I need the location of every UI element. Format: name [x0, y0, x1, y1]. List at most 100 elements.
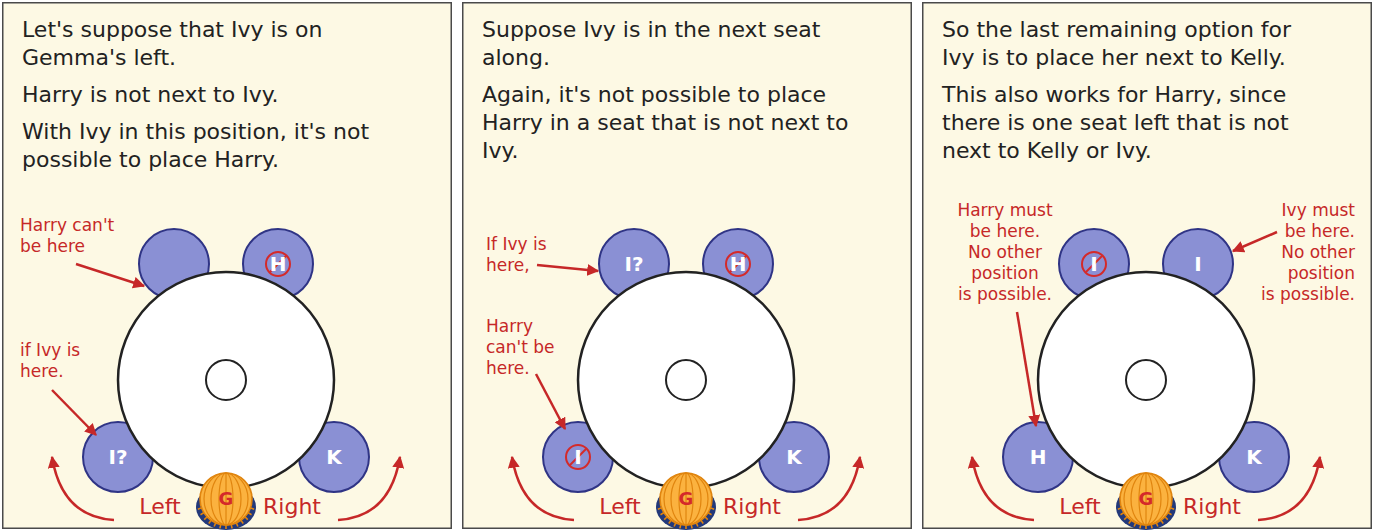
hair-line	[1139, 473, 1153, 525]
hair-line	[219, 473, 233, 525]
direction-label: Left	[120, 493, 200, 521]
annotation-note: Ivy must be here. No other position is p…	[1235, 200, 1355, 305]
not-allowed-symbol	[266, 252, 290, 276]
seat-circle	[243, 229, 313, 299]
panel-text-line: there is one seat left that is not	[942, 109, 1372, 137]
gemma-figure: G	[641, 467, 731, 531]
annotation-line: here.	[486, 358, 576, 379]
seat-initial: I?	[624, 253, 643, 275]
annotation-line: is possible.	[1235, 284, 1355, 305]
not-allowed-symbol	[566, 445, 590, 469]
annotation-line: can't be	[486, 337, 576, 358]
panel-text-line: Ivy is to place her next to Kelly.	[942, 44, 1372, 72]
annotation-line: Left	[1040, 493, 1120, 521]
panel-text-line: Gemma's left.	[22, 44, 452, 72]
annotation-line: No other	[1235, 242, 1355, 263]
panel-text-line: This also works for Harry, since	[942, 81, 1372, 109]
seat-circle	[83, 422, 153, 492]
seat-initial: K	[786, 446, 802, 468]
gemma-figure: G	[181, 467, 271, 531]
gemma-head	[1120, 473, 1172, 525]
annotation-line: position	[945, 263, 1065, 284]
hair-line	[671, 473, 701, 525]
seat-circle	[1163, 229, 1233, 299]
seat-circle	[543, 422, 613, 492]
direction-label: Right	[1172, 493, 1252, 521]
annotation-line: Harry can't	[20, 215, 130, 236]
person-initial: G	[679, 488, 694, 510]
person-initial: G	[1139, 488, 1154, 510]
panel-text-line: next to Kelly or Ivy.	[942, 137, 1372, 165]
annotation-line: is possible.	[945, 284, 1065, 305]
annotation-note: Harry must be here. No other position is…	[945, 200, 1065, 305]
panel-text-line: along.	[482, 44, 912, 72]
panel-text-line: possible to place Harry.	[22, 146, 452, 174]
seat-initial: K	[326, 446, 342, 468]
panel-text-line: Again, it's not possible to place	[482, 81, 912, 109]
hair-line	[1124, 473, 1168, 525]
annotation-line: No other	[945, 242, 1065, 263]
table-centre	[666, 360, 706, 400]
annotation-line: Harry must	[945, 200, 1065, 221]
gemma-head	[200, 473, 252, 525]
annotation-line: position	[1235, 263, 1355, 284]
seat-circle	[1003, 422, 1073, 492]
round-table	[578, 272, 794, 488]
seat-circle	[1219, 422, 1289, 492]
panel-text: So the last remaining option for Ivy is …	[942, 16, 1372, 72]
annotation-line: If Ivy is	[486, 234, 576, 255]
annotation-line: Right	[252, 493, 332, 521]
annotation-line: here,	[486, 255, 576, 276]
round-table	[1038, 272, 1254, 488]
annotation-note: Harry can't be here	[20, 215, 130, 257]
seat-circle	[759, 422, 829, 492]
seat-initial: H	[730, 253, 747, 275]
annotation-line: Right	[1172, 493, 1252, 521]
hair-line	[664, 473, 708, 525]
seat-initial: H	[1030, 446, 1047, 468]
seat-initial: I	[1194, 253, 1201, 275]
panel-text: Suppose Ivy is in the next seat along.	[482, 16, 912, 72]
panel-text: This also works for Harry, since there i…	[942, 81, 1372, 165]
annotation-line: Left	[120, 493, 200, 521]
not-allowed-symbol	[726, 252, 750, 276]
annotation-line: Harry	[486, 316, 576, 337]
panel-text-line: Suppose Ivy is in the next seat	[482, 16, 912, 44]
panel-text: Let's suppose that Ivy is on Gemma's lef…	[22, 16, 452, 72]
direction-label: Left	[580, 493, 660, 521]
seat-initial: K	[1246, 446, 1262, 468]
hair-line	[204, 473, 248, 525]
panel-text-line: Harry is not next to Ivy.	[22, 81, 452, 109]
panel-text-line: So the last remaining option for	[942, 16, 1372, 44]
annotation-note: If Ivy is here,	[486, 234, 576, 276]
hair-line	[679, 473, 693, 525]
person-initial: G	[219, 488, 234, 510]
seat-circle	[703, 229, 773, 299]
seat-circle	[299, 422, 369, 492]
hair-line	[211, 473, 241, 525]
panel-text-line: Let's suppose that Ivy is on	[22, 16, 452, 44]
seat-initial: I	[1090, 253, 1097, 275]
annotation-line: be here	[20, 236, 130, 257]
panel-text-line: With Ivy in this position, it's not	[22, 118, 452, 146]
table-centre	[1126, 360, 1166, 400]
hair-line	[1131, 473, 1161, 525]
seat-circle	[599, 229, 669, 299]
annotation-line: Left	[580, 493, 660, 521]
panel-text-line: Ivy.	[482, 137, 912, 165]
panel-text: With Ivy in this position, it's not poss…	[22, 118, 452, 174]
annotation-line: Ivy must	[1235, 200, 1355, 221]
seat-initial: H	[270, 253, 287, 275]
annotation-line: if Ivy is	[20, 340, 110, 361]
annotation-line: be here.	[945, 221, 1065, 242]
direction-label: Right	[252, 493, 332, 521]
annotation-line: here.	[20, 361, 110, 382]
table-centre	[206, 360, 246, 400]
panel-text: Again, it's not possible to place Harry …	[482, 81, 912, 165]
seat-circle	[1059, 229, 1129, 299]
direction-label: Right	[712, 493, 792, 521]
annotation-note: Harry can't be here.	[486, 316, 576, 379]
gemma-figure: G	[1101, 467, 1191, 531]
